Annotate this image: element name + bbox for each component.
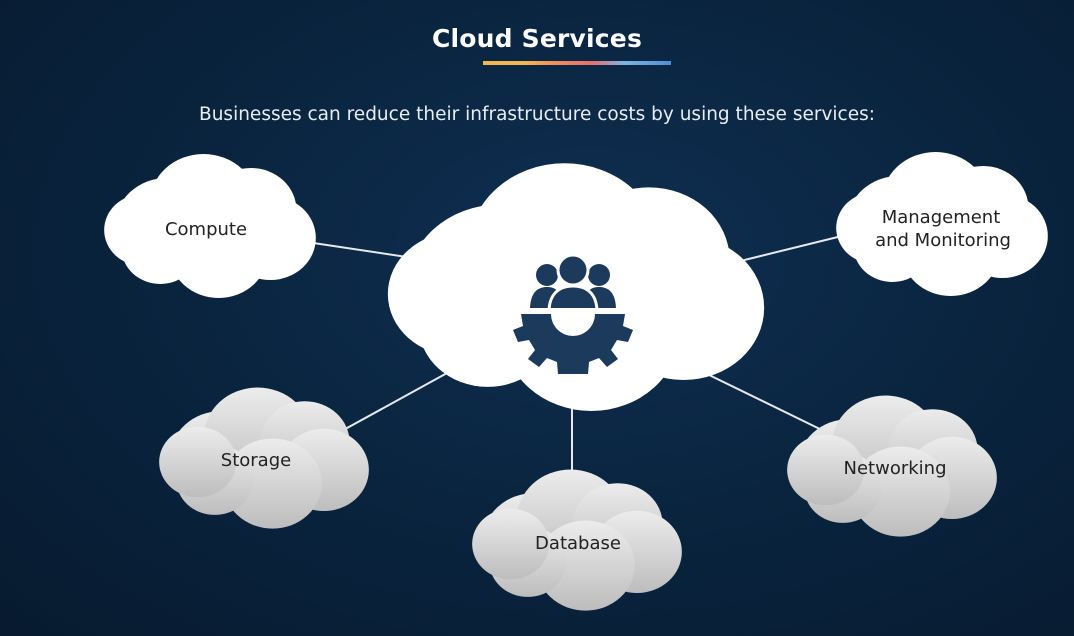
slide-subtitle: Businesses can reduce their infrastructu… xyxy=(199,104,875,125)
cloud-compute: Compute xyxy=(104,154,316,298)
cloud-management-monitoring: Management and Monitoring xyxy=(836,152,1048,296)
team-gear-icon xyxy=(513,253,633,374)
compute-label: Compute xyxy=(165,219,247,240)
database-label: Database xyxy=(535,533,621,554)
networking-label: Networking xyxy=(844,458,947,479)
storage-label: Storage xyxy=(221,450,291,471)
cloud-networking: Networking xyxy=(787,395,997,537)
slide-title: Cloud Services xyxy=(431,24,643,53)
management-label-line2: and Monitoring xyxy=(875,230,1011,251)
title-underline xyxy=(483,61,671,65)
management-label-line1: Management xyxy=(882,207,1001,228)
cloud-storage: Storage xyxy=(159,387,369,529)
cloud-database: Database xyxy=(472,469,682,611)
